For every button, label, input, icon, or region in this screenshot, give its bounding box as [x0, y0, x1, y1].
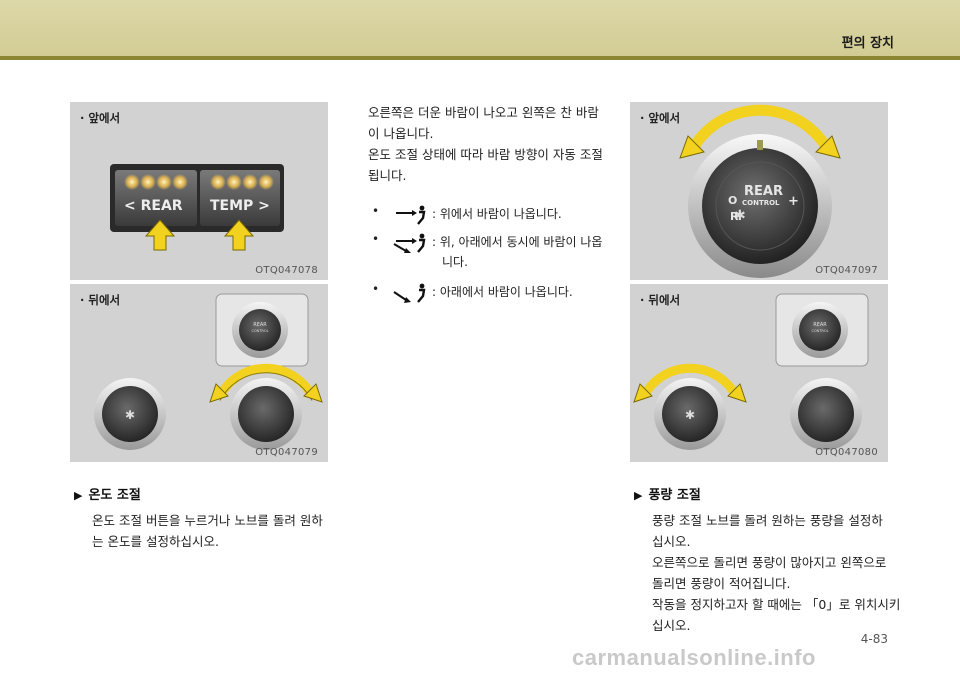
section-body-temp: 온도 조절 버튼을 누르거나 노브를 돌려 원하 는 온도를 설정하십시오. [92, 513, 323, 549]
svg-text:✱: ✱ [685, 408, 695, 422]
figure-temp-rear: · 뒤에서 REAR CONTROL ✱ OTQ047079 [70, 284, 328, 462]
figure-fan-front: · 앞에서 ✱ REAR CONTROL O R + OTQ047097 [630, 102, 888, 280]
figure-label: · 뒤에서 [80, 293, 121, 307]
rear-button-label: < REAR [124, 198, 183, 214]
fan-knob-illustration: ✱ [679, 104, 841, 278]
svg-text:✱: ✱ [125, 408, 135, 422]
section-body-fan: 풍량 조절 노브를 돌려 원하는 풍량을 설정하 십시오. 오른쪽으로 돌리면 … [652, 513, 901, 633]
figure-label: · 앞에서 [80, 111, 121, 125]
figure-temp-front: · 앞에서 < REAR TEM [70, 102, 328, 280]
knob-label-control: CONTROL [742, 199, 780, 207]
figure-label: · 뒤에서 [640, 293, 681, 307]
intro-paragraph: 오른쪽은 더운 바람이 나오고 왼쪽은 찬 바람 이 나옵니다. 온도 조절 상… [368, 105, 603, 183]
knob-label-r: R [730, 210, 739, 223]
bullet-floor-vent: • : 아래에서 바람이 나옵니다. [372, 282, 573, 304]
svg-text:✱: ✱ [734, 208, 746, 224]
rear-fan-knobs-illustration: REAR CONTROL ✱ [633, 293, 869, 450]
figure-code: OTQ047078 [255, 265, 318, 276]
triangle-bullet-icon: ▶ [74, 489, 83, 502]
figure-code: OTQ047097 [815, 265, 878, 276]
vent-floor-icon [393, 283, 426, 303]
knob-label-plus: + [788, 194, 799, 209]
svg-text:REAR: REAR [253, 322, 267, 328]
figure-fan-rear: · 뒤에서 REAR CONTROL ✱ OTQ047080 [630, 284, 888, 462]
svg-text:REAR: REAR [813, 322, 827, 328]
rear-knobs-illustration: REAR CONTROL ✱ [94, 293, 323, 450]
figure-code: OTQ047079 [255, 447, 318, 458]
knob-label-rear: REAR [744, 184, 783, 199]
bullet-bilevel-vent: • : 위, 아래에서 동시에 바람이 나옵 니다. [372, 232, 603, 269]
rear-temp-button-illustration [110, 164, 284, 251]
bullet-upper-vent: • : 위에서 바람이 나옵니다. [372, 204, 562, 226]
figure-label: · 앞에서 [640, 111, 681, 125]
vent-bilevel-icon [393, 233, 426, 253]
header-band [0, 0, 960, 56]
temp-button-label: TEMP > [210, 198, 270, 214]
svg-text:CONTROL: CONTROL [251, 329, 268, 333]
page-title: 편의 장치 [841, 36, 894, 51]
page-number: 4-83 [860, 632, 888, 646]
watermark: carmanualsonline.info [572, 645, 816, 670]
vent-upper-icon [396, 205, 426, 225]
figure-code: OTQ047080 [815, 447, 878, 458]
section-heading-fan: ▶풍량 조절 [634, 488, 701, 503]
knob-label-off: O [728, 194, 738, 207]
header-rule [0, 56, 960, 60]
triangle-bullet-icon: ▶ [634, 489, 643, 502]
section-heading-temp: ▶온도 조절 [74, 488, 141, 503]
svg-text:CONTROL: CONTROL [811, 329, 828, 333]
